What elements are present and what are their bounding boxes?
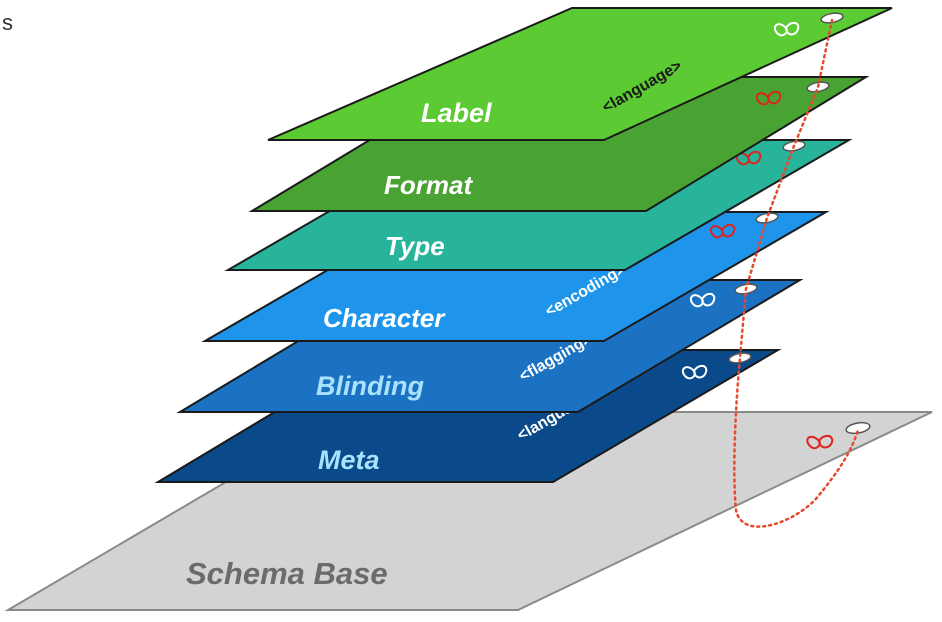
layer-label-plane bbox=[267, 7, 893, 141]
layer-blinding-title: Blinding bbox=[316, 371, 424, 401]
dotted-connector-line bbox=[733, 18, 860, 528]
layer-format-title: Format bbox=[384, 170, 473, 200]
layer-character-infinity-icon bbox=[709, 223, 736, 239]
layer-type-title: Type bbox=[385, 231, 445, 261]
layer-label-hole-icon bbox=[820, 12, 844, 24]
corner-text: s bbox=[2, 10, 13, 35]
layer-label-title: Label bbox=[421, 98, 492, 128]
base-layer-title: Schema Base bbox=[186, 556, 388, 591]
layer-format-infinity-icon bbox=[755, 90, 782, 106]
layer-blinding-infinity-icon bbox=[689, 292, 716, 308]
base-layer-plane bbox=[4, 411, 933, 611]
base-infinity-icon bbox=[806, 434, 834, 450]
layer-label-infinity-icon bbox=[773, 21, 800, 37]
layer-label: Label <language> bbox=[267, 7, 893, 141]
layer-meta-title: Meta bbox=[318, 445, 380, 475]
base-layer: Schema Base bbox=[4, 411, 933, 611]
layer-character-title: Character bbox=[323, 303, 446, 333]
layer-meta-infinity-icon bbox=[681, 364, 708, 380]
base-hole-icon bbox=[845, 421, 871, 435]
